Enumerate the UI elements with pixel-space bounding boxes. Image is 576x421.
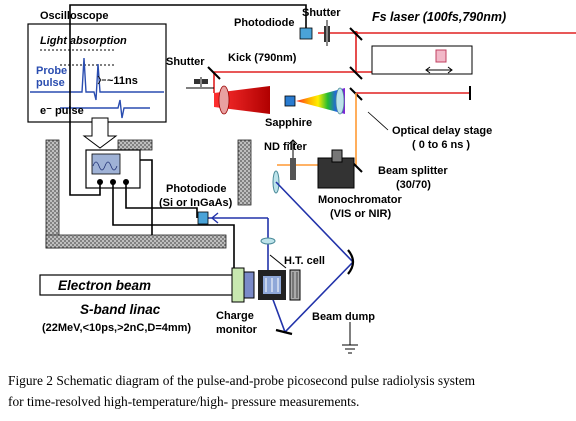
photodiode-top-icon (299, 27, 313, 40)
ht-cell (258, 254, 301, 301)
lens-icon (218, 85, 230, 115)
caption-line-1: Figure 2 Schematic diagram of the pulse-… (8, 373, 476, 388)
monochromator (317, 149, 355, 189)
probe-label: Probe (36, 65, 67, 77)
shutter-top-label: Shutter (302, 7, 341, 19)
beam-dump-label: Beam dump (312, 311, 375, 323)
photodiode-top-label: Photodiode (234, 17, 295, 29)
e-pulse-label: e⁻ pulse (40, 105, 84, 117)
shutter-left-label: Shutter (166, 56, 205, 68)
optical-delay-stage (371, 45, 473, 100)
figure-caption: Figure 2 Schematic diagram of the pulse-… (8, 370, 574, 412)
shutter-top (324, 20, 330, 46)
fs-laser-label: Fs laser (100fs,790nm) (372, 10, 506, 24)
photodiode-mid-icon (197, 211, 209, 225)
electron-beam-label: Electron beam (58, 278, 151, 293)
sapphire-crystal-icon (284, 95, 296, 107)
light-absorption-label: Light absorption (40, 35, 127, 47)
down-arrow-icon (82, 117, 118, 149)
pulse-label: pulse (36, 77, 65, 89)
monochromator-label: Monochromator (318, 194, 402, 206)
white-light-continuum (296, 88, 345, 114)
oscilloscope-label: Oscilloscope (40, 10, 108, 22)
collimating-lens-icon (335, 87, 345, 115)
oscilloscope-panel (27, 23, 167, 123)
monochromator-range-label: (VIS or NIR) (330, 208, 391, 220)
mirror-bottom (275, 328, 293, 336)
sapphire-label: Sapphire (265, 117, 312, 129)
charge-monitor (231, 267, 255, 303)
oscilloscope-device (85, 149, 141, 189)
linac-params-label: (22MeV,<10ps,>2nC,D=4mm) (42, 322, 191, 334)
optical-delay-range-label: ( 0 to 6 ns ) (412, 139, 470, 151)
lens-vertical-icon (260, 237, 276, 245)
beam-splitter-ratio-label: (30/70) (396, 179, 431, 191)
curved-mirror-icon (347, 249, 355, 275)
kick-label: Kick (790nm) (228, 52, 297, 64)
sband-linac-label: S-band linac (80, 302, 161, 317)
beam-splitter-label: Beam splitter (378, 165, 448, 177)
ht-cell-label: H.T. cell (284, 255, 325, 267)
monitor-label: monitor (216, 324, 258, 336)
photodiode-mid-label: Photodiode (166, 183, 227, 195)
pulse-width-label: ~11ns (107, 75, 138, 87)
nd-filter-label: ND filter (264, 141, 308, 153)
caption-line-2: for time-resolved high-temperature/high-… (8, 394, 360, 409)
beam-dump (342, 322, 358, 354)
blue-probe-path (205, 181, 355, 334)
photodiode-type-label: (Si or InGaAs) (159, 197, 233, 209)
radiation-shielding (45, 139, 252, 249)
signal-cables (69, 4, 307, 275)
optical-delay-label: Optical delay stage (392, 125, 492, 137)
shutter-left (186, 77, 214, 89)
nd-filter (288, 139, 298, 180)
charge-label: Charge (216, 310, 254, 322)
